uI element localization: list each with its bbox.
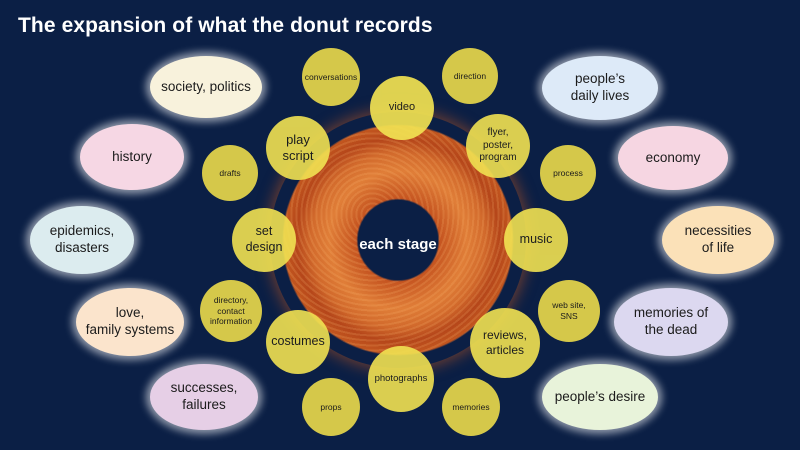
record-video: video (370, 76, 434, 140)
record-web-site-sns: web site, SNS (538, 280, 600, 342)
topic-economy: economy (618, 126, 728, 190)
donut-center-label: each stage (359, 236, 437, 253)
record-props: props (302, 378, 360, 436)
topic-love-family-systems: love, family systems (76, 288, 184, 356)
topic-peoples-daily-lives: people’s daily lives (542, 56, 658, 120)
topic-necessities-of-life: necessities of life (662, 206, 774, 274)
topic-successes-failures: successes, failures (150, 364, 258, 430)
topic-epidemics-disasters: epidemics, disasters (30, 206, 134, 274)
record-photographs: photographs (368, 346, 434, 412)
record-flyer-poster-program: flyer, poster, program (466, 114, 530, 178)
record-direction: direction (442, 48, 498, 104)
record-memories: memories (442, 378, 500, 436)
page-title: The expansion of what the donut records (18, 14, 433, 37)
record-music: music (504, 208, 568, 272)
topic-history: history (80, 124, 184, 190)
record-reviews-articles: reviews, articles (470, 308, 540, 378)
record-set-design: set design (232, 208, 296, 272)
record-conversations: conversations (302, 48, 360, 106)
record-directory-contact-information: directory, contact information (200, 280, 262, 342)
topic-society-politics: society, politics (150, 56, 262, 118)
record-process: process (540, 145, 596, 201)
topic-peoples-desire: people’s desire (542, 364, 658, 430)
record-drafts: drafts (202, 145, 258, 201)
record-costumes: costumes (266, 310, 330, 374)
record-play-script: play script (266, 116, 330, 180)
topic-memories-of-the-dead: memories of the dead (614, 288, 728, 356)
